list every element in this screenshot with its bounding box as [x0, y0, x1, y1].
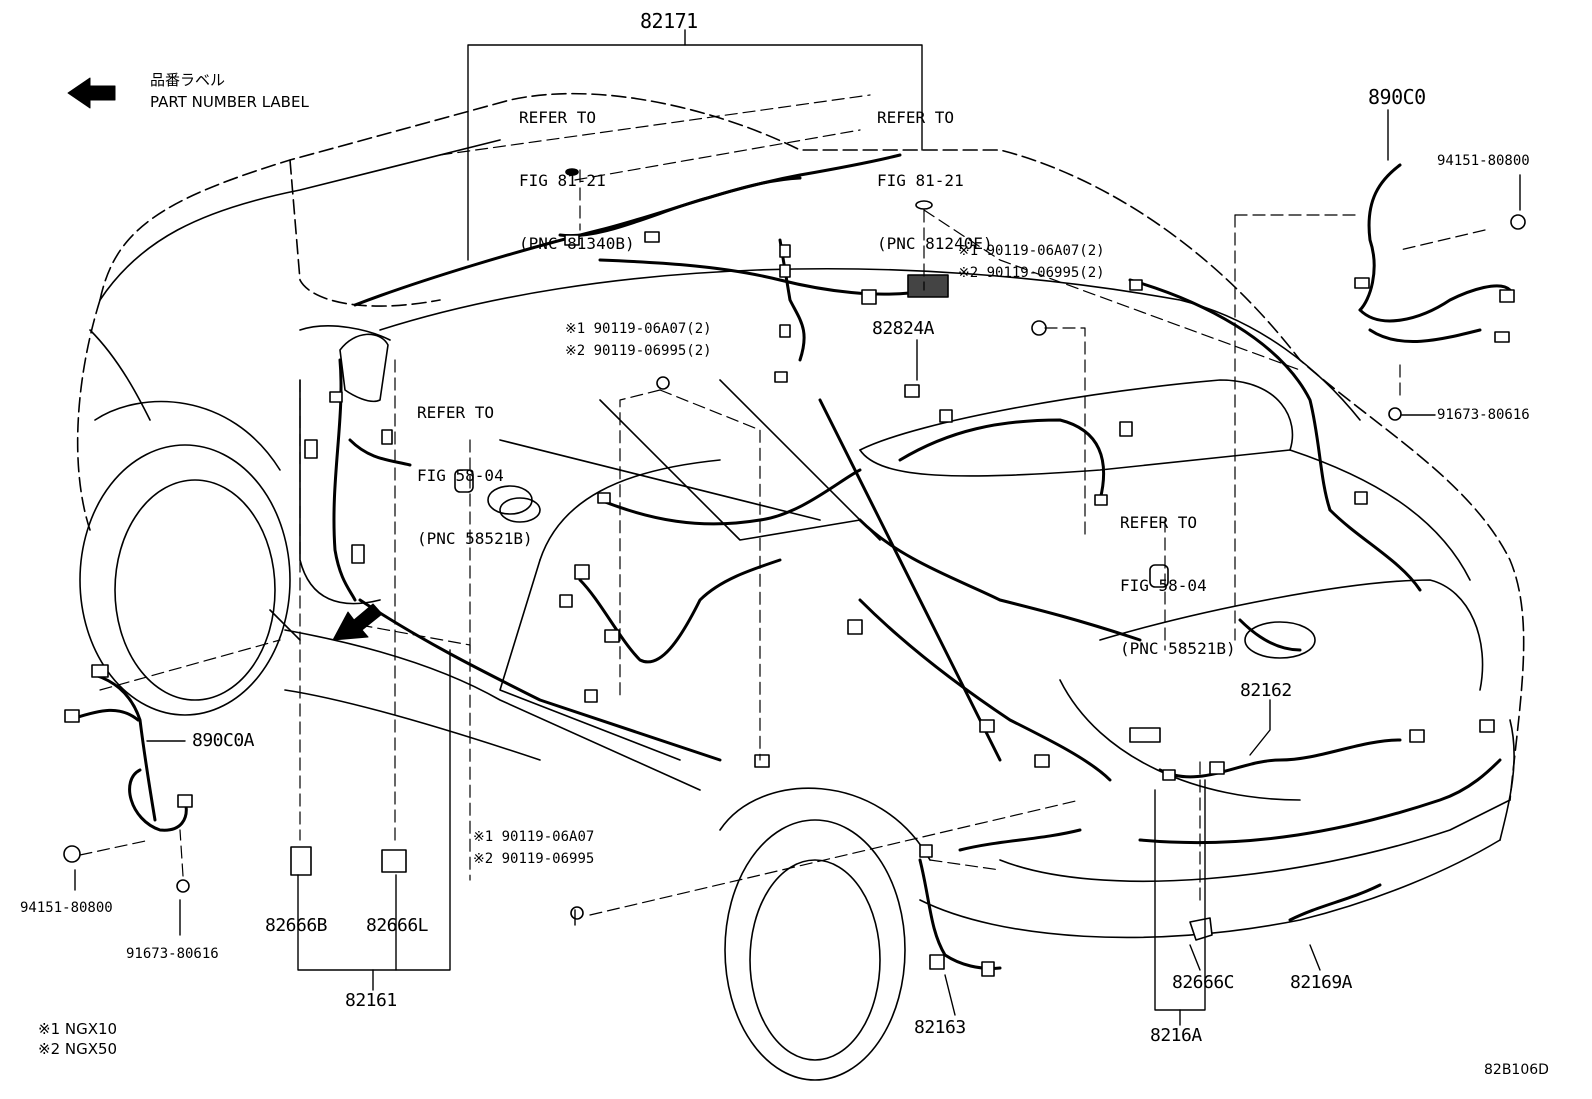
- refer-to-fig-58-04-right: REFER TO FIG 58-04 (PNC 58521B): [1120, 470, 1236, 680]
- ref-line-3: (PNC 81340B): [519, 234, 635, 253]
- bolt-low-ngx50: ※2 90119-06995: [473, 851, 595, 867]
- part-94151-80800-right: 94151-80800: [1437, 153, 1530, 169]
- ref-line-3: (PNC 81240E): [877, 234, 993, 253]
- part-82824A: 82824A: [872, 318, 935, 339]
- part-82161: 82161: [345, 990, 397, 1011]
- part-82163: 82163: [914, 1017, 966, 1038]
- figure-code: 82B106D: [1484, 1062, 1549, 1078]
- part-890C0A: 890C0A: [192, 730, 255, 751]
- ref-line-2: FIG 58-04: [417, 466, 504, 485]
- ref-line-3: (PNC 58521B): [417, 529, 533, 548]
- refer-to-fig-81-21-81240E: REFER TO FIG 81-21 (PNC 81240E): [877, 65, 993, 275]
- part-82666C: 82666C: [1172, 972, 1235, 993]
- connectors: [63, 168, 1526, 977]
- bolt-mid-ngx50: ※2 90119-06995(2): [565, 343, 712, 359]
- refer-to-fig-58-04-left: REFER TO FIG 58-04 (PNC 58521B): [417, 360, 533, 570]
- ref-line-1: REFER TO: [1120, 513, 1198, 532]
- part-8216A: 8216A: [1150, 1025, 1202, 1046]
- harness-wires: [73, 153, 1512, 970]
- bolt-mid-ngx10: ※1 90119-06A07(2): [565, 321, 712, 337]
- ref-line-3: (PNC 58521B): [1120, 639, 1236, 658]
- bolt-low-ngx10: ※1 90119-06A07: [473, 829, 595, 845]
- part-82171: 82171: [640, 9, 698, 33]
- ref-line-2: FIG 81-21: [519, 171, 606, 190]
- footnote-ngx10: ※1 NGX10: [38, 1020, 118, 1038]
- leader-lines: [79, 94, 1486, 916]
- part-91673-80616-left: 91673-80616: [126, 946, 219, 962]
- part-94151-80800-left: 94151-80800: [20, 900, 113, 916]
- ref-line-2: FIG 58-04: [1120, 576, 1207, 595]
- arrows: [67, 77, 383, 641]
- ref-line-1: REFER TO: [417, 403, 495, 422]
- vehicle-body-outline: [76, 92, 1525, 801]
- footnote-ngx50: ※2 NGX50: [38, 1040, 118, 1058]
- part-number-label-legend-jp: 品番ラベル: [150, 71, 226, 89]
- part-82169A: 82169A: [1290, 972, 1353, 993]
- ref-line-1: REFER TO: [519, 108, 597, 127]
- part-91673-80616-right: 91673-80616: [1437, 407, 1530, 423]
- vehicle-body-lines: [79, 139, 1515, 1081]
- part-890C0: 890C0: [1368, 85, 1426, 109]
- part-82666B: 82666B: [265, 915, 328, 936]
- part-82162: 82162: [1240, 680, 1292, 701]
- brackets: [74, 29, 1521, 1026]
- part-number-label-legend-en: PART NUMBER LABEL: [150, 93, 309, 111]
- bolt-roof-ngx10: ※1 90119-06A07(2): [958, 243, 1105, 259]
- bolt-roof-ngx50: ※2 90119-06995(2): [958, 265, 1105, 281]
- part-82666L: 82666L: [366, 915, 429, 936]
- ref-line-2: FIG 81-21: [877, 171, 964, 190]
- ref-line-1: REFER TO: [877, 108, 955, 127]
- refer-to-fig-81-21-81340B: REFER TO FIG 81-21 (PNC 81340B): [519, 65, 635, 275]
